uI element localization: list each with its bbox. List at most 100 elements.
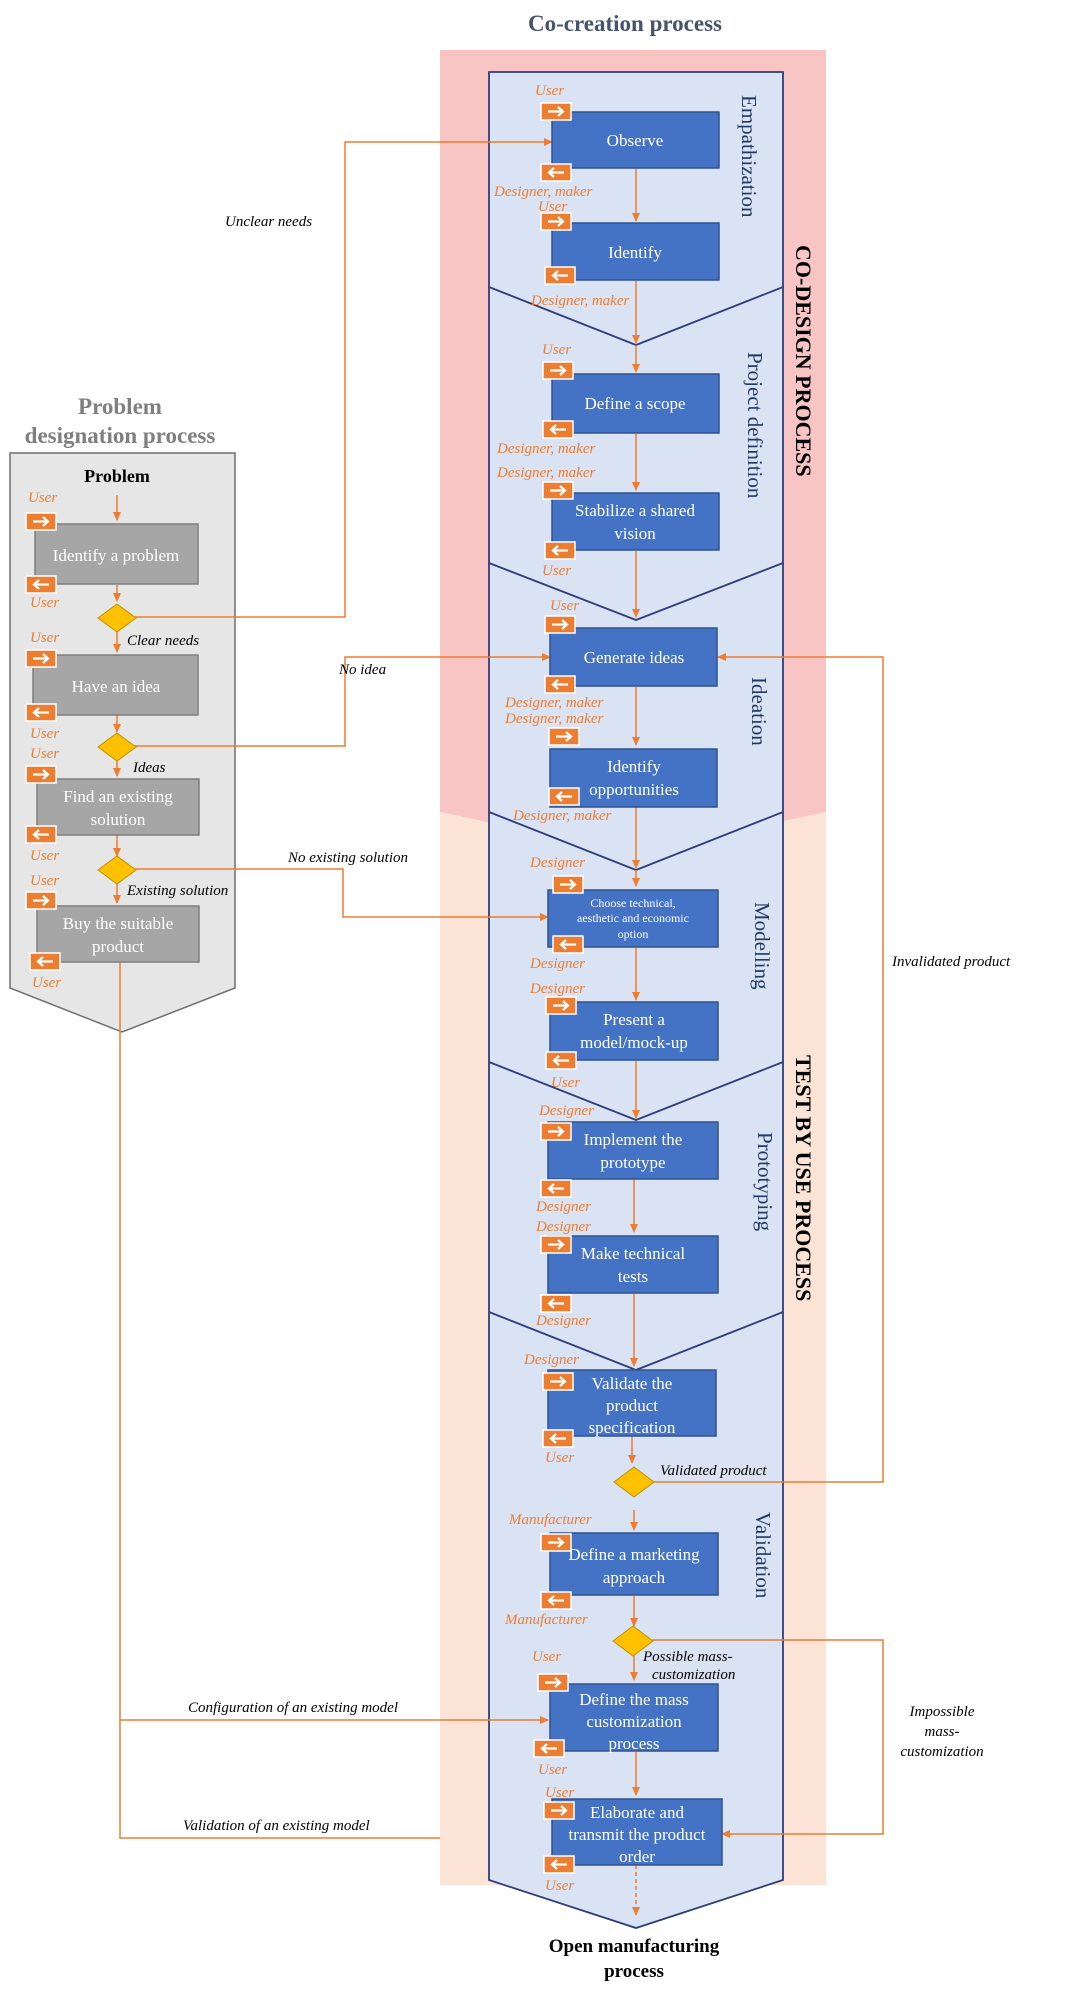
input-icon xyxy=(539,1532,573,1553)
output-icon xyxy=(547,786,581,807)
validate-label-3: specification xyxy=(589,1418,676,1437)
input-icon xyxy=(24,648,58,669)
choose-label-3: option xyxy=(618,927,649,941)
role-label: Designer xyxy=(538,1103,594,1119)
decision-diamond xyxy=(612,1625,654,1657)
find-solution-box xyxy=(36,778,200,836)
mass-label-3: process xyxy=(609,1734,660,1753)
condition-possible-mass-1: Possible mass- xyxy=(642,1649,733,1665)
role-label: Designer, maker xyxy=(512,808,611,824)
stabilize-label-1: Stabilize a shared xyxy=(575,501,695,520)
phase-modelling: Modelling xyxy=(750,902,774,990)
role-label: User xyxy=(551,1075,580,1091)
define-scope-label: Define a scope xyxy=(584,394,685,413)
choose-label-1: Choose technical, xyxy=(590,896,675,910)
role-label: Designer xyxy=(529,981,585,997)
decision-diamond xyxy=(613,1466,655,1498)
test-by-use-process-label: TEST BY USE PROCESS xyxy=(791,1055,816,1301)
role-label: User xyxy=(538,199,567,215)
co-creation-title: Co-creation process xyxy=(528,11,722,36)
role-label: User xyxy=(30,873,59,889)
validate-label-1: Validate the xyxy=(592,1374,673,1393)
generate-ideas-label: Generate ideas xyxy=(584,648,685,667)
condition-config-existing: Configuration of an existing model xyxy=(188,1700,398,1716)
role-label: User xyxy=(532,1649,561,1665)
present-label-1: Present a xyxy=(603,1010,665,1029)
identify-problem-box xyxy=(34,523,199,585)
input-icon xyxy=(551,874,585,895)
tests-label-2: tests xyxy=(618,1267,648,1286)
role-label: User xyxy=(30,630,59,646)
input-icon xyxy=(541,1371,575,1392)
role-label: Designer xyxy=(529,956,585,972)
role-label: User xyxy=(542,342,571,358)
present-model-box xyxy=(549,1001,719,1061)
product-order-box xyxy=(551,1798,723,1866)
output-icon xyxy=(539,1590,573,1611)
input-icon xyxy=(539,1234,573,1255)
decision-diamond xyxy=(97,732,137,762)
open-manufacturing-title-2: process xyxy=(604,1961,664,1982)
output-icon xyxy=(24,702,58,723)
role-label: User xyxy=(545,1878,574,1894)
find-solution-label-1: Find an existing xyxy=(63,787,173,806)
condition-no-existing-solution: No existing solution xyxy=(287,850,408,866)
condition-impossible-3: customization xyxy=(900,1744,983,1760)
have-idea-label: Have an idea xyxy=(72,677,161,696)
generate-ideas-box xyxy=(549,627,718,687)
phase-empathization: Empathization xyxy=(737,95,761,218)
identify-label: Identify xyxy=(608,243,662,262)
identify-opp-label-2: opportunities xyxy=(589,780,679,799)
implement-label-1: Implement the xyxy=(584,1130,683,1149)
marketing-label-2: approach xyxy=(603,1568,666,1587)
output-icon xyxy=(539,1178,573,1199)
choose-label-2: aesthetic and economic xyxy=(577,911,689,925)
decision-diamond xyxy=(97,855,137,885)
role-label: User xyxy=(30,848,59,864)
decision-diamond xyxy=(97,603,137,633)
stabilize-label-2: vision xyxy=(614,524,656,543)
role-label: Designer, maker xyxy=(496,441,595,457)
role-label: Designer xyxy=(535,1199,591,1215)
role-label: Designer, maker xyxy=(496,465,595,481)
input-icon xyxy=(24,511,58,532)
output-icon xyxy=(541,419,575,440)
role-label: Designer, maker xyxy=(493,184,592,200)
output-icon xyxy=(24,574,58,595)
phase-separator xyxy=(488,562,784,621)
condition-ideas: Ideas xyxy=(132,760,166,776)
problem-designation-title-1: Problem xyxy=(78,394,162,419)
condition-impossible-1: Impossible xyxy=(909,1704,975,1720)
condition-validated-product: Validated product xyxy=(660,1463,767,1479)
condition-no-idea: No idea xyxy=(338,662,386,678)
output-icon xyxy=(539,1293,573,1314)
buy-product-label-2: product xyxy=(92,937,144,956)
mass-label-2: customization xyxy=(586,1712,682,1731)
order-label-3: order xyxy=(619,1847,655,1866)
condition-unclear-needs: Unclear needs xyxy=(225,214,312,230)
condition-existing-solution: Existing solution xyxy=(126,883,228,899)
role-label: User xyxy=(545,1450,574,1466)
output-icon xyxy=(542,1854,576,1875)
input-icon xyxy=(539,101,573,122)
role-label: User xyxy=(32,975,61,991)
role-label: Designer xyxy=(535,1313,591,1329)
role-label: Designer, maker xyxy=(504,711,603,727)
output-icon xyxy=(551,934,585,955)
role-label: Designer, maker xyxy=(504,695,603,711)
role-label: User xyxy=(542,563,571,579)
condition-impossible-2: mass- xyxy=(924,1724,959,1740)
order-label-1: Elaborate and xyxy=(590,1803,684,1822)
role-label: User xyxy=(28,490,57,506)
role-label: Designer xyxy=(523,1352,579,1368)
phase-validation: Validation xyxy=(751,1512,775,1599)
role-label: User xyxy=(535,83,564,99)
identify-problem-label: Identify a problem xyxy=(53,546,180,565)
input-icon xyxy=(24,890,58,911)
input-icon xyxy=(24,764,58,785)
output-icon xyxy=(539,162,573,183)
output-icon xyxy=(541,1428,575,1449)
role-label: User xyxy=(30,746,59,762)
order-label-2: transmit the product xyxy=(569,1825,706,1844)
find-solution-label-2: solution xyxy=(91,810,146,829)
